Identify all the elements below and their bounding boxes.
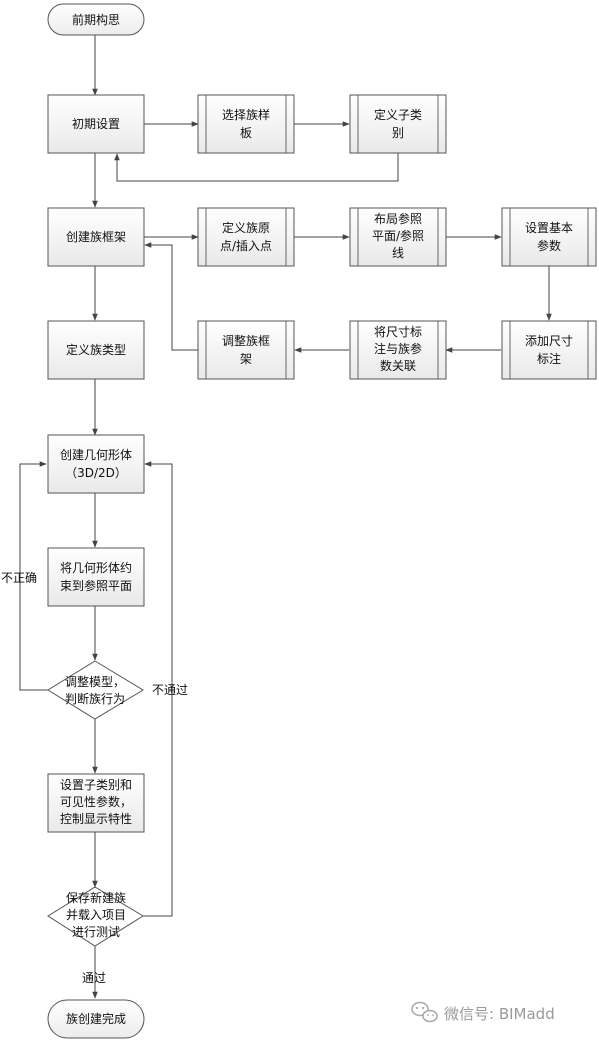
add-dimensions-line-2: 标注	[537, 351, 561, 366]
process-link-dimensions: 将尺寸标 注与族参 数关联	[349, 320, 447, 380]
process-constrain-geometry: 将几何形体约 束到参照平面	[47, 547, 145, 607]
process-set-visibility: 设置子类别和 可见性参数， 控制显示特性	[47, 773, 145, 833]
create-framework-label: 创建族框架	[66, 230, 126, 244]
start-node: 前期构思	[47, 3, 145, 36]
process-layout-ref-planes: 布局参照 平面/参照 线	[349, 207, 447, 267]
set-basic-params-line-2: 参数	[537, 238, 561, 253]
adjust-framework-line-1: 调整族框	[222, 333, 270, 348]
define-origin-line-2: 点/插入点	[220, 239, 272, 253]
constrain-geometry-line-2: 束到参照平面	[60, 578, 132, 593]
process-set-basic-params: 设置基本 参数	[501, 207, 597, 267]
create-geometry-line-1: 创建几何形体	[60, 448, 132, 462]
edge-subcategory-back-to-setup	[114, 153, 399, 182]
link-dimensions-line-3: 数关联	[380, 358, 416, 373]
link-dimensions-line-2: 注与族参	[374, 341, 422, 356]
edge-label-incorrect: 不正确	[1, 571, 37, 585]
edge-label-passed: 通过	[82, 971, 106, 985]
edge-incorrect-loop	[19, 461, 48, 691]
set-basic-params-line-1: 设置基本	[525, 221, 573, 235]
watermark: 微信号: BIMadd	[411, 1001, 555, 1023]
save-and-test-line-3: 进行测试	[72, 924, 120, 939]
choose-template-line-1: 选择族样	[222, 107, 270, 122]
edge-failed-loop	[143, 461, 173, 917]
set-visibility-line-2: 可见性参数，	[60, 794, 132, 809]
layout-ref-planes-line-2: 平面/参照	[372, 228, 424, 243]
process-adjust-framework: 调整族框 架	[197, 320, 295, 380]
decision-save-and-test: 保存新建族 并载入项目 进行测试	[47, 886, 144, 947]
process-create-geometry: 创建几何形体 （3D/2D）	[47, 434, 145, 494]
initial-setup-label: 初期设置	[72, 117, 120, 131]
save-and-test-line-1: 保存新建族	[66, 890, 126, 905]
edge-label-failed: 不通过	[152, 683, 188, 697]
end-node-label: 族创建完成	[66, 1011, 126, 1026]
process-define-family-types: 定义族类型	[47, 320, 145, 380]
save-and-test-line-2: 并载入项目	[66, 908, 126, 922]
connectors	[19, 35, 552, 999]
process-create-framework: 创建族框架	[47, 207, 145, 267]
process-initial-setup: 初期设置	[47, 94, 145, 154]
link-dimensions-line-1: 将尺寸标	[374, 325, 422, 339]
choose-template-line-2: 板	[240, 126, 252, 140]
create-geometry-line-2: （3D/2D）	[65, 466, 127, 480]
process-define-subcategory: 定义子类 别	[349, 94, 447, 154]
process-choose-template: 选择族样 板	[197, 94, 295, 154]
constrain-geometry-line-1: 将几何形体约	[60, 560, 132, 575]
define-origin-line-1: 定义族原	[222, 220, 270, 235]
set-visibility-line-1: 设置子类别和	[60, 778, 132, 792]
wechat-icon	[411, 1001, 438, 1023]
start-node-label: 前期构思	[72, 12, 120, 27]
layout-ref-planes-line-3: 线	[392, 246, 404, 260]
process-add-dimensions: 添加尺寸 标注	[501, 320, 597, 380]
end-node: 族创建完成	[47, 999, 145, 1039]
process-define-origin: 定义族原 点/插入点	[197, 207, 295, 267]
layout-ref-planes-line-1: 布局参照	[374, 211, 422, 226]
edge-adjust-back-to-framework	[144, 242, 198, 351]
define-subcategory-line-2: 别	[392, 126, 404, 140]
adjust-framework-line-2: 架	[240, 352, 252, 366]
adjust-model-line-2: 判断族行为	[65, 691, 125, 706]
add-dimensions-line-1: 添加尺寸	[525, 334, 573, 348]
set-visibility-line-3: 控制显示特性	[60, 811, 132, 826]
define-family-types-label: 定义族类型	[66, 342, 126, 357]
decision-adjust-model: 调整模型， 判断族行为	[47, 660, 144, 720]
adjust-model-line-1: 调整模型，	[65, 674, 125, 689]
watermark-text: 微信号: BIMadd	[444, 1005, 555, 1023]
define-subcategory-line-1: 定义子类	[374, 107, 422, 122]
